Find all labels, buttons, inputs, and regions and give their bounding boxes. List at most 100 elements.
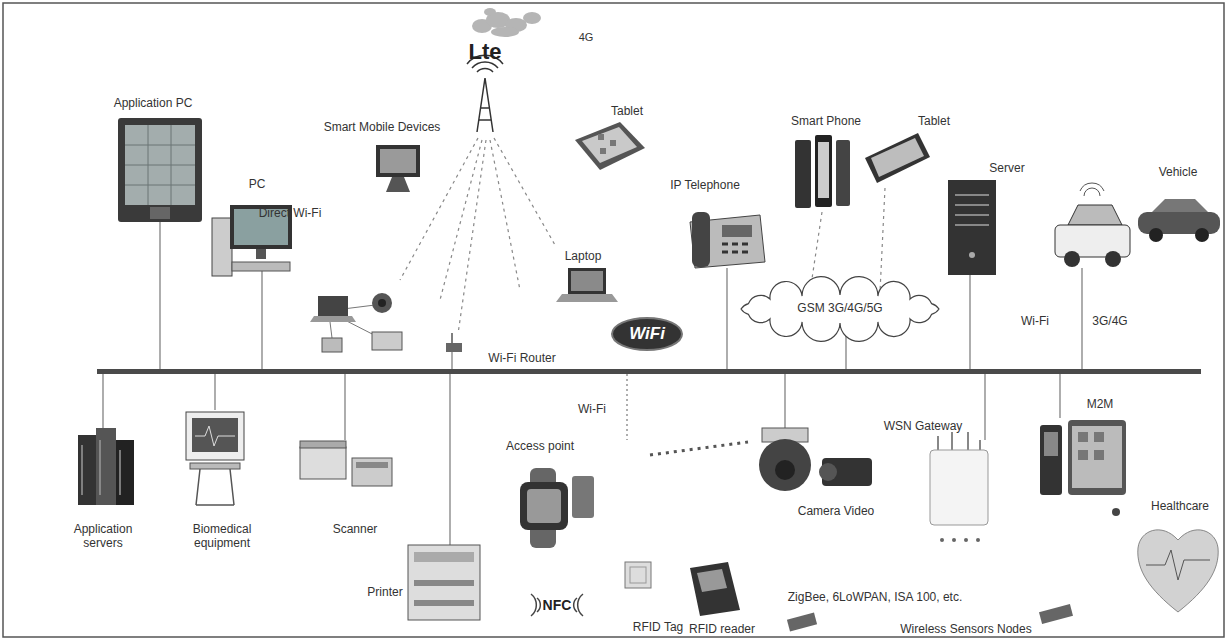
device-label: Direct Wi-Fi	[259, 207, 322, 221]
tablet-icon	[600, 148, 606, 154]
network-bus	[97, 369, 1201, 374]
application-servers-icon	[116, 440, 134, 505]
m2m-devices-icon	[1068, 420, 1126, 495]
m2m-devices-icon	[1112, 508, 1120, 516]
drop-line	[102, 374, 103, 428]
device-label: IP Telephone	[670, 179, 740, 193]
smart-phone-icon	[795, 135, 850, 208]
cell-tower	[477, 69, 493, 72]
vehicle-icon	[1149, 228, 1163, 242]
vehicle-icon	[1068, 205, 1122, 225]
cloud-outline	[741, 277, 939, 342]
smart-phone-icon	[818, 142, 829, 198]
drop-line	[726, 268, 727, 369]
vehicle-icon	[1138, 212, 1220, 234]
device-label: Wi-Fi	[1021, 315, 1049, 329]
device-label: Access point	[506, 440, 574, 454]
device-label: Wi-Fi	[578, 403, 606, 417]
direct-wifi-devices	[310, 316, 356, 322]
application-pc-icon	[125, 125, 195, 205]
laptop-icon	[571, 271, 603, 291]
printer-icon	[408, 545, 480, 620]
device-label: RFID reader	[689, 623, 755, 637]
application-pc-icon	[118, 118, 202, 222]
camera-icon	[775, 460, 795, 480]
tablet-icon	[598, 134, 604, 140]
smart-mobile-device-icon	[380, 149, 416, 173]
nfc-wave	[537, 598, 540, 612]
cell-tower	[467, 55, 503, 132]
scanner-icon	[300, 447, 346, 479]
access-point-icon	[520, 482, 568, 530]
drop-line	[626, 374, 627, 440]
direct-wifi-devices	[318, 296, 348, 316]
lte-cloud-graphic	[484, 8, 496, 16]
pc-icon	[232, 262, 290, 271]
wifi-router-icon	[451, 333, 453, 343]
device-label: Application PC	[114, 97, 193, 111]
drop-line	[969, 275, 970, 369]
rfid-reader-icon	[690, 562, 740, 616]
drop-line	[984, 374, 985, 440]
camera-icon	[819, 463, 837, 481]
laptop-icon	[556, 268, 618, 302]
printer-icon	[408, 545, 480, 620]
direct-wifi-devices	[372, 293, 392, 313]
radio-link	[880, 188, 885, 292]
printer-icon	[414, 552, 474, 562]
device-label: Printer	[367, 586, 402, 600]
border-frame	[3, 3, 1224, 637]
tablet-icon	[575, 122, 645, 170]
direct-wifi-devices	[372, 332, 402, 350]
direct-wifi-devices	[322, 338, 342, 352]
direct-wifi-devices	[378, 299, 386, 307]
server-icon	[948, 180, 996, 275]
scanner-icon	[352, 458, 392, 486]
server-icon	[969, 252, 975, 258]
device-label: RFID Tag	[633, 621, 683, 635]
access-point-icon	[527, 489, 561, 523]
server-icon	[948, 180, 996, 275]
wsn-gateway-icon	[938, 432, 980, 450]
direct-wifi-devices	[330, 322, 332, 338]
network-cloud: GSM 3G/4G/5G	[738, 292, 942, 326]
device-label: Vehicle	[1159, 166, 1198, 180]
vehicle-icon	[1195, 228, 1209, 242]
scanner-icon	[356, 462, 388, 468]
application-servers-icon	[82, 440, 120, 495]
network-bus	[97, 369, 1201, 374]
radio-link	[494, 138, 555, 245]
cell-tower	[477, 78, 493, 132]
rfid-tag-icon	[630, 567, 646, 583]
scanner-icon	[300, 441, 392, 486]
drop-line	[1081, 268, 1082, 369]
device-label: ZigBee, 6LoWPAN, ISA 100, etc.	[788, 591, 963, 605]
drop-line	[214, 374, 215, 410]
tablet-icon	[865, 133, 930, 183]
biomedical-equipment-icon	[195, 426, 235, 446]
device-label: Laptop	[565, 250, 602, 264]
device-label: 3G/4G	[1092, 315, 1127, 329]
pc-icon	[256, 249, 266, 259]
radio-link	[400, 138, 885, 334]
rfid-reader-icon	[690, 562, 740, 616]
radio-link	[440, 140, 482, 300]
smart-mobile-device-icon	[386, 177, 410, 192]
application-pc-icon	[125, 125, 195, 205]
tablet-icon	[865, 133, 930, 183]
biomedical-equipment-icon	[192, 418, 238, 452]
drop-line	[1059, 374, 1060, 418]
wireless-signal	[650, 442, 748, 455]
vehicle-icon	[1152, 199, 1208, 212]
device-label: Wi-Fi Router	[488, 352, 555, 366]
pc-icon	[212, 218, 232, 276]
ip-telephone-icon	[722, 244, 748, 252]
vehicle-icon	[1055, 183, 1220, 267]
radio-link	[490, 140, 520, 290]
sensor-node-board	[787, 613, 817, 632]
biomedical-equipment-icon	[186, 412, 244, 505]
application-servers-icon	[96, 428, 116, 505]
rfid-tag-icon	[625, 562, 651, 588]
tablet-icon	[582, 127, 637, 163]
